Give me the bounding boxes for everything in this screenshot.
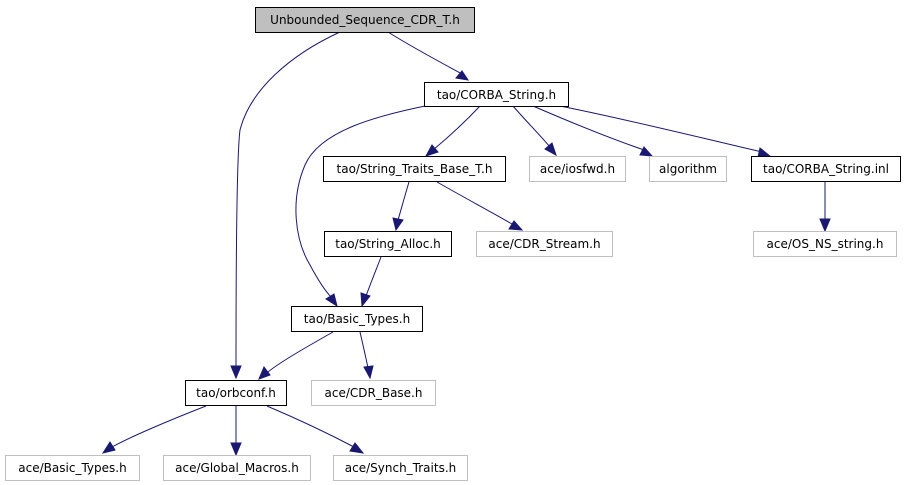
node-ace-global-macros: ace/Global_Macros.h [163,455,311,481]
edge-corba-string-h-to-algorithm [532,105,654,157]
node-label: algorithm [659,162,717,176]
edge-corba-string-h-to-corba-string-inl [559,105,773,158]
node-ace-os-ns-string: ace/OS_NS_string.h [753,231,897,257]
node-label: ace/CDR_Stream.h [488,237,601,251]
edge-corba-string-h-to-tao-basic-types [295,104,431,308]
node-label: tao/String_Alloc.h [335,237,441,251]
edge-root-to-corba-string-h [387,31,470,81]
edge-string-traits-base-to-cdr-stream [436,181,524,231]
edge-corba-string-h-to-string-traits-base [424,105,481,157]
node-unbounded-sequence-cdr-t[interactable]: Unbounded_Sequence_CDR_T.h [255,7,475,33]
node-algorithm: algorithm [649,156,727,182]
edge-tao-basic-types-to-orbconf [258,331,334,380]
node-ace-cdr-stream: ace/CDR_Stream.h [476,231,613,257]
node-tao-string-traits-base-t[interactable]: tao/String_Traits_Base_T.h [323,156,506,182]
edge-string-alloc-to-tao-basic-types [360,256,382,308]
node-ace-cdr-base: ace/CDR_Base.h [311,380,436,406]
node-label: ace/Synch_Traits.h [344,461,457,475]
node-label: tao/Basic_Types.h [303,312,411,326]
node-label: tao/orbconf.h [196,386,276,400]
node-label: ace/iosfwd.h [539,162,616,176]
node-label: ace/Basic_Types.h [18,461,127,475]
node-label: tao/CORBA_String.h [436,87,557,102]
node-label: ace/OS_NS_string.h [766,237,884,251]
edge-root-to-orbconf [230,31,341,380]
node-label: tao/String_Traits_Base_T.h [336,162,493,176]
node-tao-corba-string-inl[interactable]: tao/CORBA_String.inl [751,156,901,182]
edge-orbconf-to-synch-traits [266,405,365,454]
node-ace-iosfwd: ace/iosfwd.h [529,156,626,182]
node-label: tao/CORBA_String.inl [763,162,889,176]
node-ace-basic-types: ace/Basic_Types.h [5,455,140,481]
edge-orbconf-to-global-macros [230,406,242,457]
node-tao-orbconf[interactable]: tao/orbconf.h [185,380,287,406]
node-label: ace/CDR_Base.h [324,386,423,400]
node-tao-corba-string-h[interactable]: tao/CORBA_String.h [424,82,569,107]
node-ace-synch-traits: ace/Synch_Traits.h [333,455,468,481]
edge-tao-basic-types-to-cdr-base [359,331,374,380]
node-label: ace/Global_Macros.h [175,461,299,475]
edge-corba-string-inl-to-os-ns-string [819,182,831,233]
edge-corba-string-h-to-iosfwd [512,105,557,157]
node-tao-basic-types[interactable]: tao/Basic_Types.h [291,306,423,332]
edge-orbconf-to-ace-basic-types [101,405,207,454]
node-label: Unbounded_Sequence_CDR_T.h [270,13,460,27]
node-tao-string-alloc[interactable]: tao/String_Alloc.h [324,231,452,257]
edge-string-traits-base-to-string-alloc [392,181,410,232]
